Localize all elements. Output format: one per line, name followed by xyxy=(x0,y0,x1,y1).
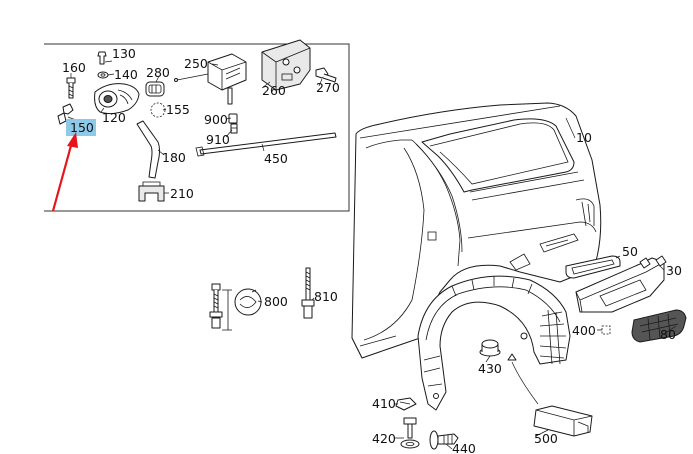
red-arrow xyxy=(51,132,78,212)
part-50-lamp-gasket[interactable] xyxy=(565,255,621,279)
part-10-quarter-panel[interactable] xyxy=(351,102,602,359)
part-270-bolt[interactable] xyxy=(315,67,337,83)
callout-810[interactable]: 810 xyxy=(314,289,338,304)
part-30-lamp-bracket[interactable] xyxy=(575,255,667,313)
part-810-stud[interactable] xyxy=(301,267,315,319)
callout-910[interactable]: 910 xyxy=(206,132,230,147)
callout-900[interactable]: 900 xyxy=(204,112,228,127)
inset-frame xyxy=(44,43,350,212)
callout-120[interactable]: 120 xyxy=(102,110,126,125)
callout-800[interactable]: 800 xyxy=(264,294,288,309)
part-80-reflector[interactable] xyxy=(631,309,687,343)
callout-400[interactable]: 400 xyxy=(572,323,596,338)
part-250-lock-mechanism[interactable] xyxy=(174,53,247,105)
highlight-box-150 xyxy=(66,119,96,136)
leader-lines-main xyxy=(257,117,677,450)
callout-250[interactable]: 250 xyxy=(184,56,208,71)
callout-160[interactable]: 160 xyxy=(62,60,86,75)
part-160-bolt[interactable] xyxy=(66,77,76,99)
part-800-stud-kit[interactable] xyxy=(209,283,262,331)
callout-450[interactable]: 450 xyxy=(264,151,288,166)
part-420-screw[interactable] xyxy=(400,417,420,449)
callout-180[interactable]: 180 xyxy=(162,150,186,165)
callout-150[interactable]: 150 xyxy=(70,120,94,135)
part-280-actuator[interactable] xyxy=(145,81,165,97)
callout-280[interactable]: 280 xyxy=(146,65,170,80)
part-140-ring[interactable] xyxy=(97,71,109,79)
part-910-clip[interactable] xyxy=(230,123,238,134)
part-430-plug[interactable] xyxy=(479,339,501,357)
callout-30[interactable]: 30 xyxy=(666,263,682,278)
part-210-bracket[interactable] xyxy=(138,181,165,202)
part-150-clip[interactable] xyxy=(57,103,74,125)
part-500-foam-block[interactable] xyxy=(533,405,593,437)
part-400-marker xyxy=(601,325,611,335)
part-155-oring[interactable] xyxy=(150,102,166,118)
curved-arrow xyxy=(507,353,539,405)
callout-500[interactable]: 500 xyxy=(534,431,558,446)
callout-140[interactable]: 140 xyxy=(114,67,138,82)
callout-10[interactable]: 10 xyxy=(576,130,592,145)
part-410-clip[interactable] xyxy=(395,397,417,411)
part-400-wheel-arch-liner[interactable] xyxy=(417,275,571,411)
part-120-filler-housing[interactable] xyxy=(94,83,140,115)
part-260-bracket-plate[interactable] xyxy=(261,39,311,91)
callout-260[interactable]: 260 xyxy=(262,83,286,98)
callout-410[interactable]: 410 xyxy=(372,396,396,411)
callout-80[interactable]: 80 xyxy=(660,327,676,342)
callout-270[interactable]: 270 xyxy=(316,80,340,95)
part-180-hose[interactable] xyxy=(136,120,160,179)
callout-210[interactable]: 210 xyxy=(170,186,194,201)
callout-155[interactable]: 155 xyxy=(166,102,190,117)
part-450-cable[interactable] xyxy=(195,132,337,157)
callout-440[interactable]: 440 xyxy=(452,441,476,454)
part-440-push-rivet[interactable] xyxy=(429,430,459,450)
callout-50[interactable]: 50 xyxy=(622,244,638,259)
part-130-cap[interactable] xyxy=(97,51,107,65)
callout-420[interactable]: 420 xyxy=(372,431,396,446)
callout-430[interactable]: 430 xyxy=(478,361,502,376)
callout-130[interactable]: 130 xyxy=(112,46,136,61)
